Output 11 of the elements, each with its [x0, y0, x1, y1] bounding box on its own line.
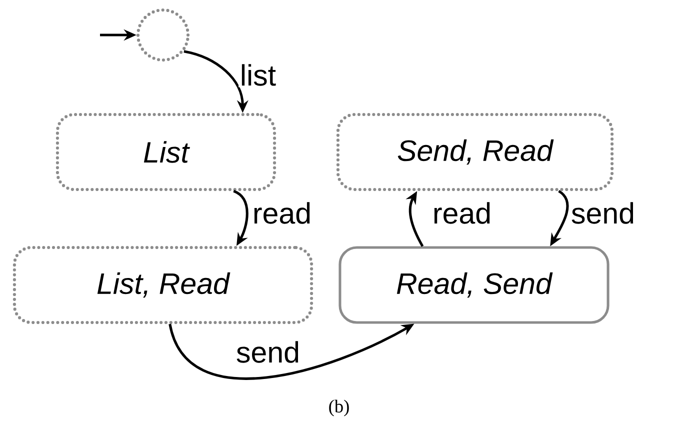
state-box: Send, Read: [336, 112, 614, 192]
edge-label: read: [431, 200, 493, 226]
edge-label: read: [251, 200, 313, 226]
edge-label: list: [238, 62, 278, 88]
state-box: List, Read: [12, 246, 314, 324]
caption: (b): [329, 400, 349, 416]
state-box: Read, Send: [338, 246, 610, 324]
start-state-circle: [136, 8, 190, 62]
edge-label: send: [570, 200, 636, 226]
edge-label: send: [234, 340, 302, 364]
state-box: List: [56, 112, 276, 192]
